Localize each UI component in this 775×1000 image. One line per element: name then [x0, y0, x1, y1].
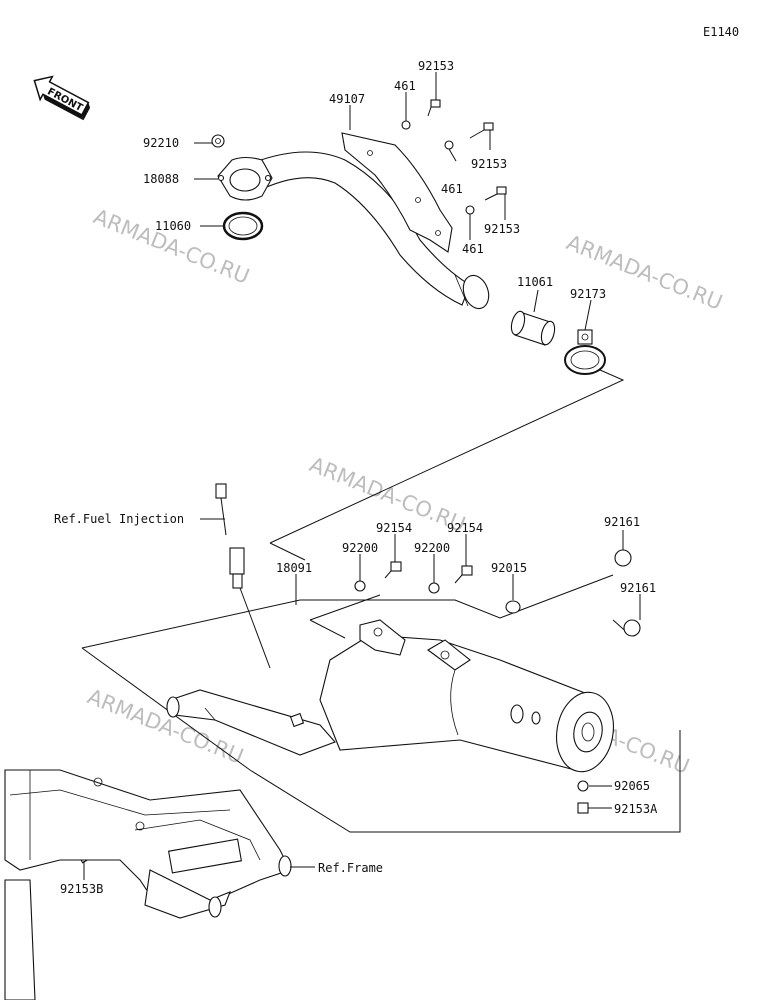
front-arrow-icon: FRONT: [33, 75, 91, 121]
part-number[interactable]: 11061: [517, 275, 553, 289]
frame-section: [4, 769, 292, 1000]
rubber-damper: [614, 549, 632, 567]
part-number[interactable]: 92210: [143, 136, 179, 150]
bolt: [469, 122, 494, 139]
pipe-gasket: [510, 310, 556, 346]
washer: [577, 780, 589, 792]
part-number[interactable]: 461: [394, 79, 416, 93]
part-number[interactable]: 92154: [447, 521, 483, 535]
oxygen-sensor: [215, 483, 271, 669]
muffler-bracket: [359, 619, 471, 671]
part-number[interactable]: 49107: [329, 92, 365, 106]
part-number[interactable]: 92153: [418, 59, 454, 73]
ref-fuel-injection[interactable]: Ref.Fuel Injection: [54, 512, 184, 526]
head-pipe: [235, 151, 490, 310]
heat-guard: [341, 132, 453, 253]
rubber-damper: [623, 619, 641, 637]
bolt: [484, 186, 507, 201]
ref-frame[interactable]: Ref.Frame: [318, 861, 383, 875]
part-number[interactable]: 92153A: [614, 802, 658, 816]
part-number[interactable]: 461: [441, 182, 463, 196]
part-number[interactable]: 92154: [376, 521, 412, 535]
bolt: [384, 561, 402, 579]
part-number[interactable]: 92200: [342, 541, 378, 555]
part-number[interactable]: 11060: [155, 219, 191, 233]
link-pipe: [166, 689, 336, 756]
diagram-code: E1140: [703, 25, 739, 39]
part-number[interactable]: 92161: [604, 515, 640, 529]
washer: [211, 134, 225, 148]
watermark: ARMADA-CO.RU: [563, 230, 726, 314]
exhaust-flange: [217, 156, 273, 201]
washer: [428, 582, 440, 594]
part-number[interactable]: 92153: [484, 222, 520, 236]
muffler: [319, 634, 614, 773]
washer: [444, 140, 454, 150]
part-number[interactable]: 92153B: [60, 882, 103, 896]
bolt: [577, 802, 589, 814]
part-number[interactable]: 92015: [491, 561, 527, 575]
part-number[interactable]: 18088: [143, 172, 179, 186]
washer: [465, 205, 475, 215]
collar: [505, 600, 521, 614]
washer: [401, 120, 411, 130]
pipe-clamp: [564, 329, 606, 375]
washer: [354, 580, 366, 592]
part-number[interactable]: 92065: [614, 779, 650, 793]
part-number[interactable]: 461: [462, 242, 484, 256]
part-number[interactable]: 92173: [570, 287, 606, 301]
part-number[interactable]: 92200: [414, 541, 450, 555]
bolt: [454, 565, 473, 584]
bolt: [427, 99, 441, 117]
part-number[interactable]: 92161: [620, 581, 656, 595]
part-number[interactable]: 18091: [276, 561, 312, 575]
part-number[interactable]: 92153: [471, 157, 507, 171]
